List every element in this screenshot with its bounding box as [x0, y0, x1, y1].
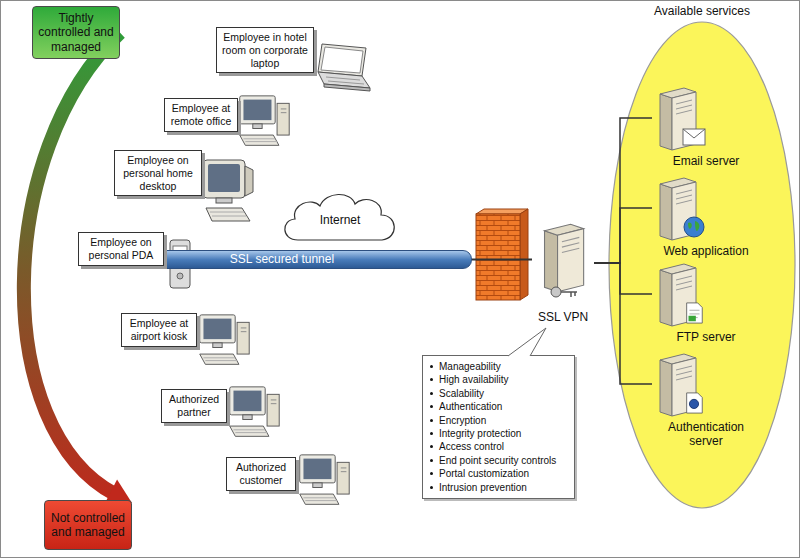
vpn-label: SSL VPN	[532, 310, 594, 324]
user-label-box: Employee on personal home desktop	[114, 150, 202, 196]
server-icon	[654, 352, 714, 420]
callout-tail	[508, 328, 546, 356]
control-level-text: Tightly controlled and managed	[37, 11, 115, 54]
ssl-vpn-node: SSL VPN	[532, 220, 594, 328]
services-ellipse: Available servicesEmail serverWeb applic…	[607, 4, 797, 510]
firewall	[476, 209, 528, 300]
feature-item: Scalability	[439, 387, 568, 400]
user-label: Employee on personal PDA	[83, 236, 159, 262]
feature-item: End point security controls	[439, 454, 568, 467]
user-label: Employee in hotel room on corporate lapt…	[221, 31, 309, 69]
cloud-label: Internet	[320, 213, 361, 227]
feature-item: Integrity protection	[439, 427, 568, 440]
services-heading: Available services	[607, 4, 797, 18]
feature-callout: ManageabilityHigh availabilityScalabilit…	[422, 355, 575, 499]
user-label-box: Employee in hotel room on corporate lapt…	[216, 27, 314, 73]
control-level-text: Not controlled and managed	[49, 511, 127, 540]
feature-item: Manageability	[439, 360, 568, 373]
tunnel-link-line	[472, 259, 532, 261]
user-label-box: Employee at remote office	[164, 98, 238, 132]
user-label-box: Authorized customer	[226, 457, 296, 491]
user-label: Employee at remote office	[169, 102, 233, 128]
user-label: Authorized partner	[166, 393, 222, 419]
feature-item: Portal customization	[439, 467, 568, 480]
service-label: Authentication server	[652, 420, 760, 449]
control-level-box: Not controlled and managed	[44, 500, 132, 550]
service-node: FTP server	[652, 262, 760, 344]
feature-item: Authentication	[439, 400, 568, 413]
internet-cloud: Internet	[278, 188, 402, 246]
server-icon	[654, 86, 714, 154]
service-node: Authentication server	[652, 352, 760, 449]
user-label: Authorized customer	[231, 461, 291, 487]
feature-item: Intrusion prevention	[439, 481, 568, 494]
server-icon	[654, 262, 714, 330]
user-label-box: Employee at airport kiosk	[121, 313, 197, 347]
user-label-box: Employee on personal PDA	[78, 232, 164, 266]
service-label: Email server	[652, 154, 760, 168]
user-label: Employee at airport kiosk	[126, 317, 192, 343]
feature-item: High availability	[439, 373, 568, 386]
control-level-box: Tightly controlled and managed	[32, 6, 120, 59]
user-label: Employee on personal home desktop	[119, 154, 197, 192]
service-label: Web application	[652, 244, 760, 258]
server-icon	[654, 176, 714, 244]
vpn-server-icon	[545, 224, 584, 297]
service-label: FTP server	[652, 330, 760, 344]
service-node: Web application	[652, 176, 760, 258]
user-label-box: Authorized partner	[161, 389, 227, 423]
feature-item: Access control	[439, 440, 568, 453]
service-node: Email server	[652, 86, 760, 168]
feature-item: Encryption	[439, 414, 568, 427]
